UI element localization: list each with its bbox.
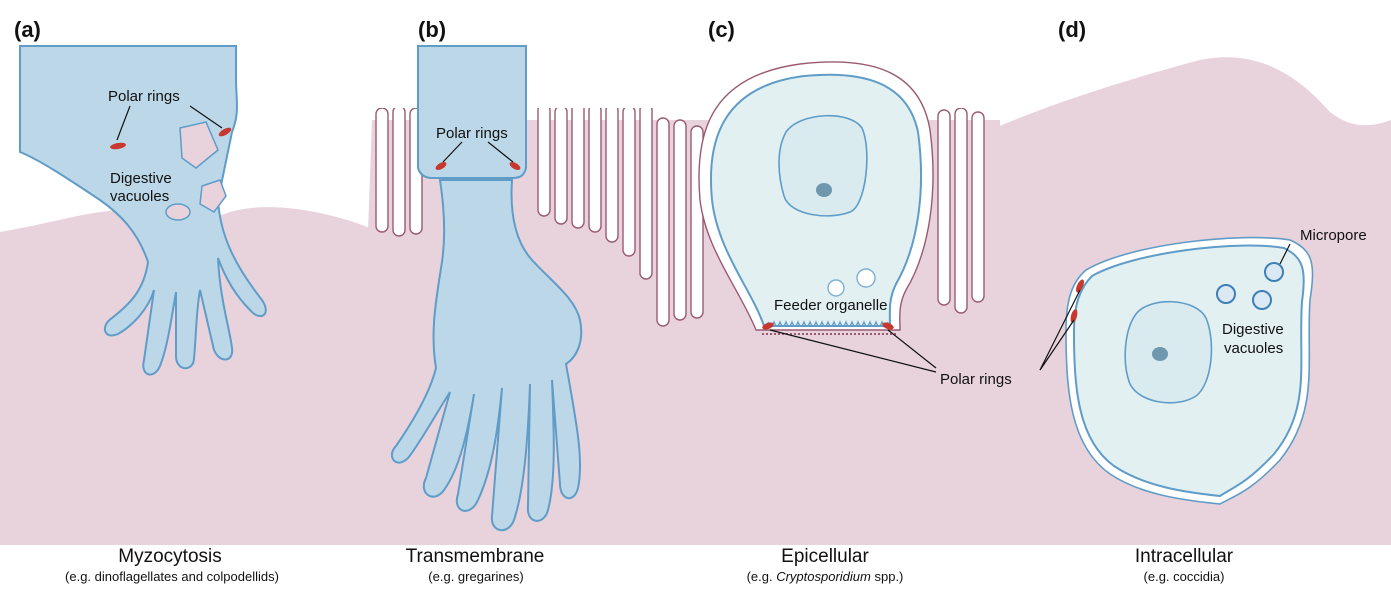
nucleolus (816, 183, 832, 197)
annotation-vacuoles: vacuoles (110, 188, 169, 205)
panel-title: Intracellular (1135, 546, 1234, 567)
annotation-polar-rings: Polar rings (436, 125, 508, 142)
panel-label: (a) (14, 17, 41, 42)
digestive-vacuole (166, 204, 190, 220)
nucleus (1125, 302, 1211, 403)
micropore (1265, 263, 1283, 281)
annotation-polar-rings: Polar rings (940, 371, 1012, 388)
vacuole (857, 269, 875, 287)
panel-label: (b) (418, 17, 446, 42)
vacuole (828, 280, 844, 296)
nucleolus (1152, 347, 1168, 361)
panel-subtitle: (e.g. dinoflagellates and colpodellids) (65, 569, 279, 584)
panel-label: (d) (1058, 17, 1086, 42)
panel-subtitle: (e.g. Cryptosporidium spp.) (747, 569, 904, 584)
annotation-digestive: Digestive (110, 170, 172, 187)
panel-label: (c) (708, 17, 735, 42)
panel-subtitle: (e.g. coccidia) (1144, 569, 1225, 584)
panel-title: Transmembrane (406, 546, 545, 567)
annotation-micropore: Micropore (1300, 227, 1367, 244)
digestive-vacuole (1253, 291, 1271, 309)
nucleus (779, 116, 867, 216)
annotation-vacuoles: vacuoles (1224, 340, 1283, 357)
digestive-vacuole (1217, 285, 1235, 303)
panel-title: Epicellular (781, 546, 869, 567)
panel-subtitle: (e.g. gregarines) (428, 569, 523, 584)
panel-title: Myzocytosis (118, 546, 221, 567)
annotation-feeder-organelle: Feeder organelle (774, 297, 887, 314)
transmembrane-stalk (418, 46, 526, 178)
annotation-digestive: Digestive (1222, 321, 1284, 338)
annotation-polar-rings: Polar rings (108, 88, 180, 105)
